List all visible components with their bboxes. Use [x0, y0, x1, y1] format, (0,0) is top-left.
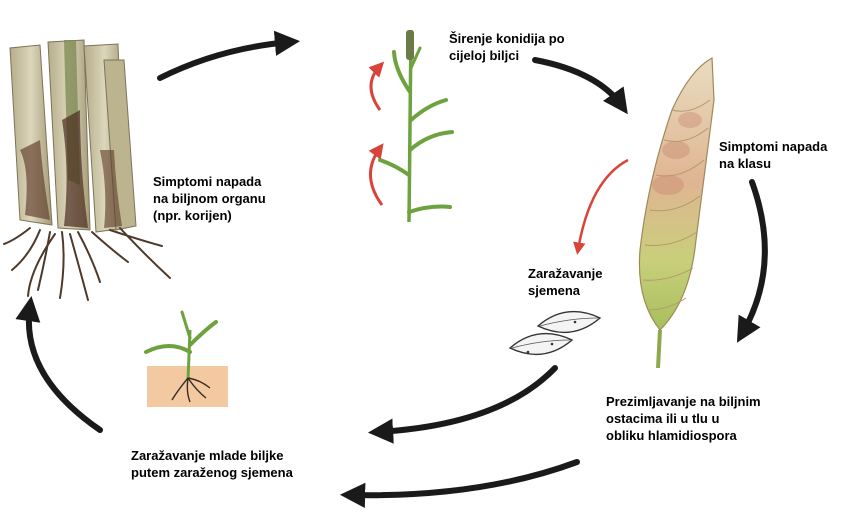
label-line: na klasu [719, 155, 827, 172]
label-symptoms-on-ear: Simptomi napada na klasu [719, 138, 827, 172]
label-conidia-spread: Širenje konidija po cijeloj biljci [449, 30, 565, 64]
cycle-arrow-stem-to-spread [160, 42, 290, 78]
label-line: Simptomi napada [719, 138, 827, 155]
cycle-arrow-young-plant-to-stem [29, 306, 100, 430]
infected-wheat-ear-illustration [639, 58, 714, 368]
label-line: ostacima ili u tlu u [606, 410, 761, 427]
red-arrow-ear-to-seed [578, 160, 628, 250]
label-line: Simptomi napada [153, 173, 266, 190]
young-seedling-illustration [146, 312, 228, 407]
cycle-arrow-spread-to-ear [535, 60, 622, 106]
label-line: Zaražavanje [528, 265, 602, 282]
label-overwintering: Prezimljavanje na biljnim ostacima ili u… [606, 393, 761, 444]
label-line: obliku hlamidiospora [606, 427, 761, 444]
label-line: cijeloj biljci [449, 47, 565, 64]
plant-with-spreading-conidia-illustration [370, 30, 452, 222]
label-line: sjemena [528, 282, 602, 299]
infected-seeds-illustration [510, 312, 600, 355]
label-line: Širenje konidija po [449, 30, 565, 47]
label-line: putem zaraženog sjemena [131, 464, 293, 481]
label-line: Prezimljavanje na biljnim [606, 393, 761, 410]
label-symptoms-on-plant-organ: Simptomi napada na biljnom organu (npr. … [153, 173, 266, 224]
label-line: na biljnom organu [153, 190, 266, 207]
label-seed-infection: Zaražavanje sjemena [528, 265, 602, 299]
cycle-arrow-overwinter-to-young-plant [350, 462, 577, 495]
infected-stem-base-illustration [4, 40, 170, 300]
label-line: Zaražavanje mlade biljke [131, 447, 293, 464]
cycle-arrow-seed-to-young-plant [378, 368, 555, 432]
cycle-arrow-ear-to-overwinter [742, 182, 765, 334]
label-young-plant-infection: Zaražavanje mlade biljke putem zaraženog… [131, 447, 293, 481]
label-line: (npr. korijen) [153, 207, 266, 224]
